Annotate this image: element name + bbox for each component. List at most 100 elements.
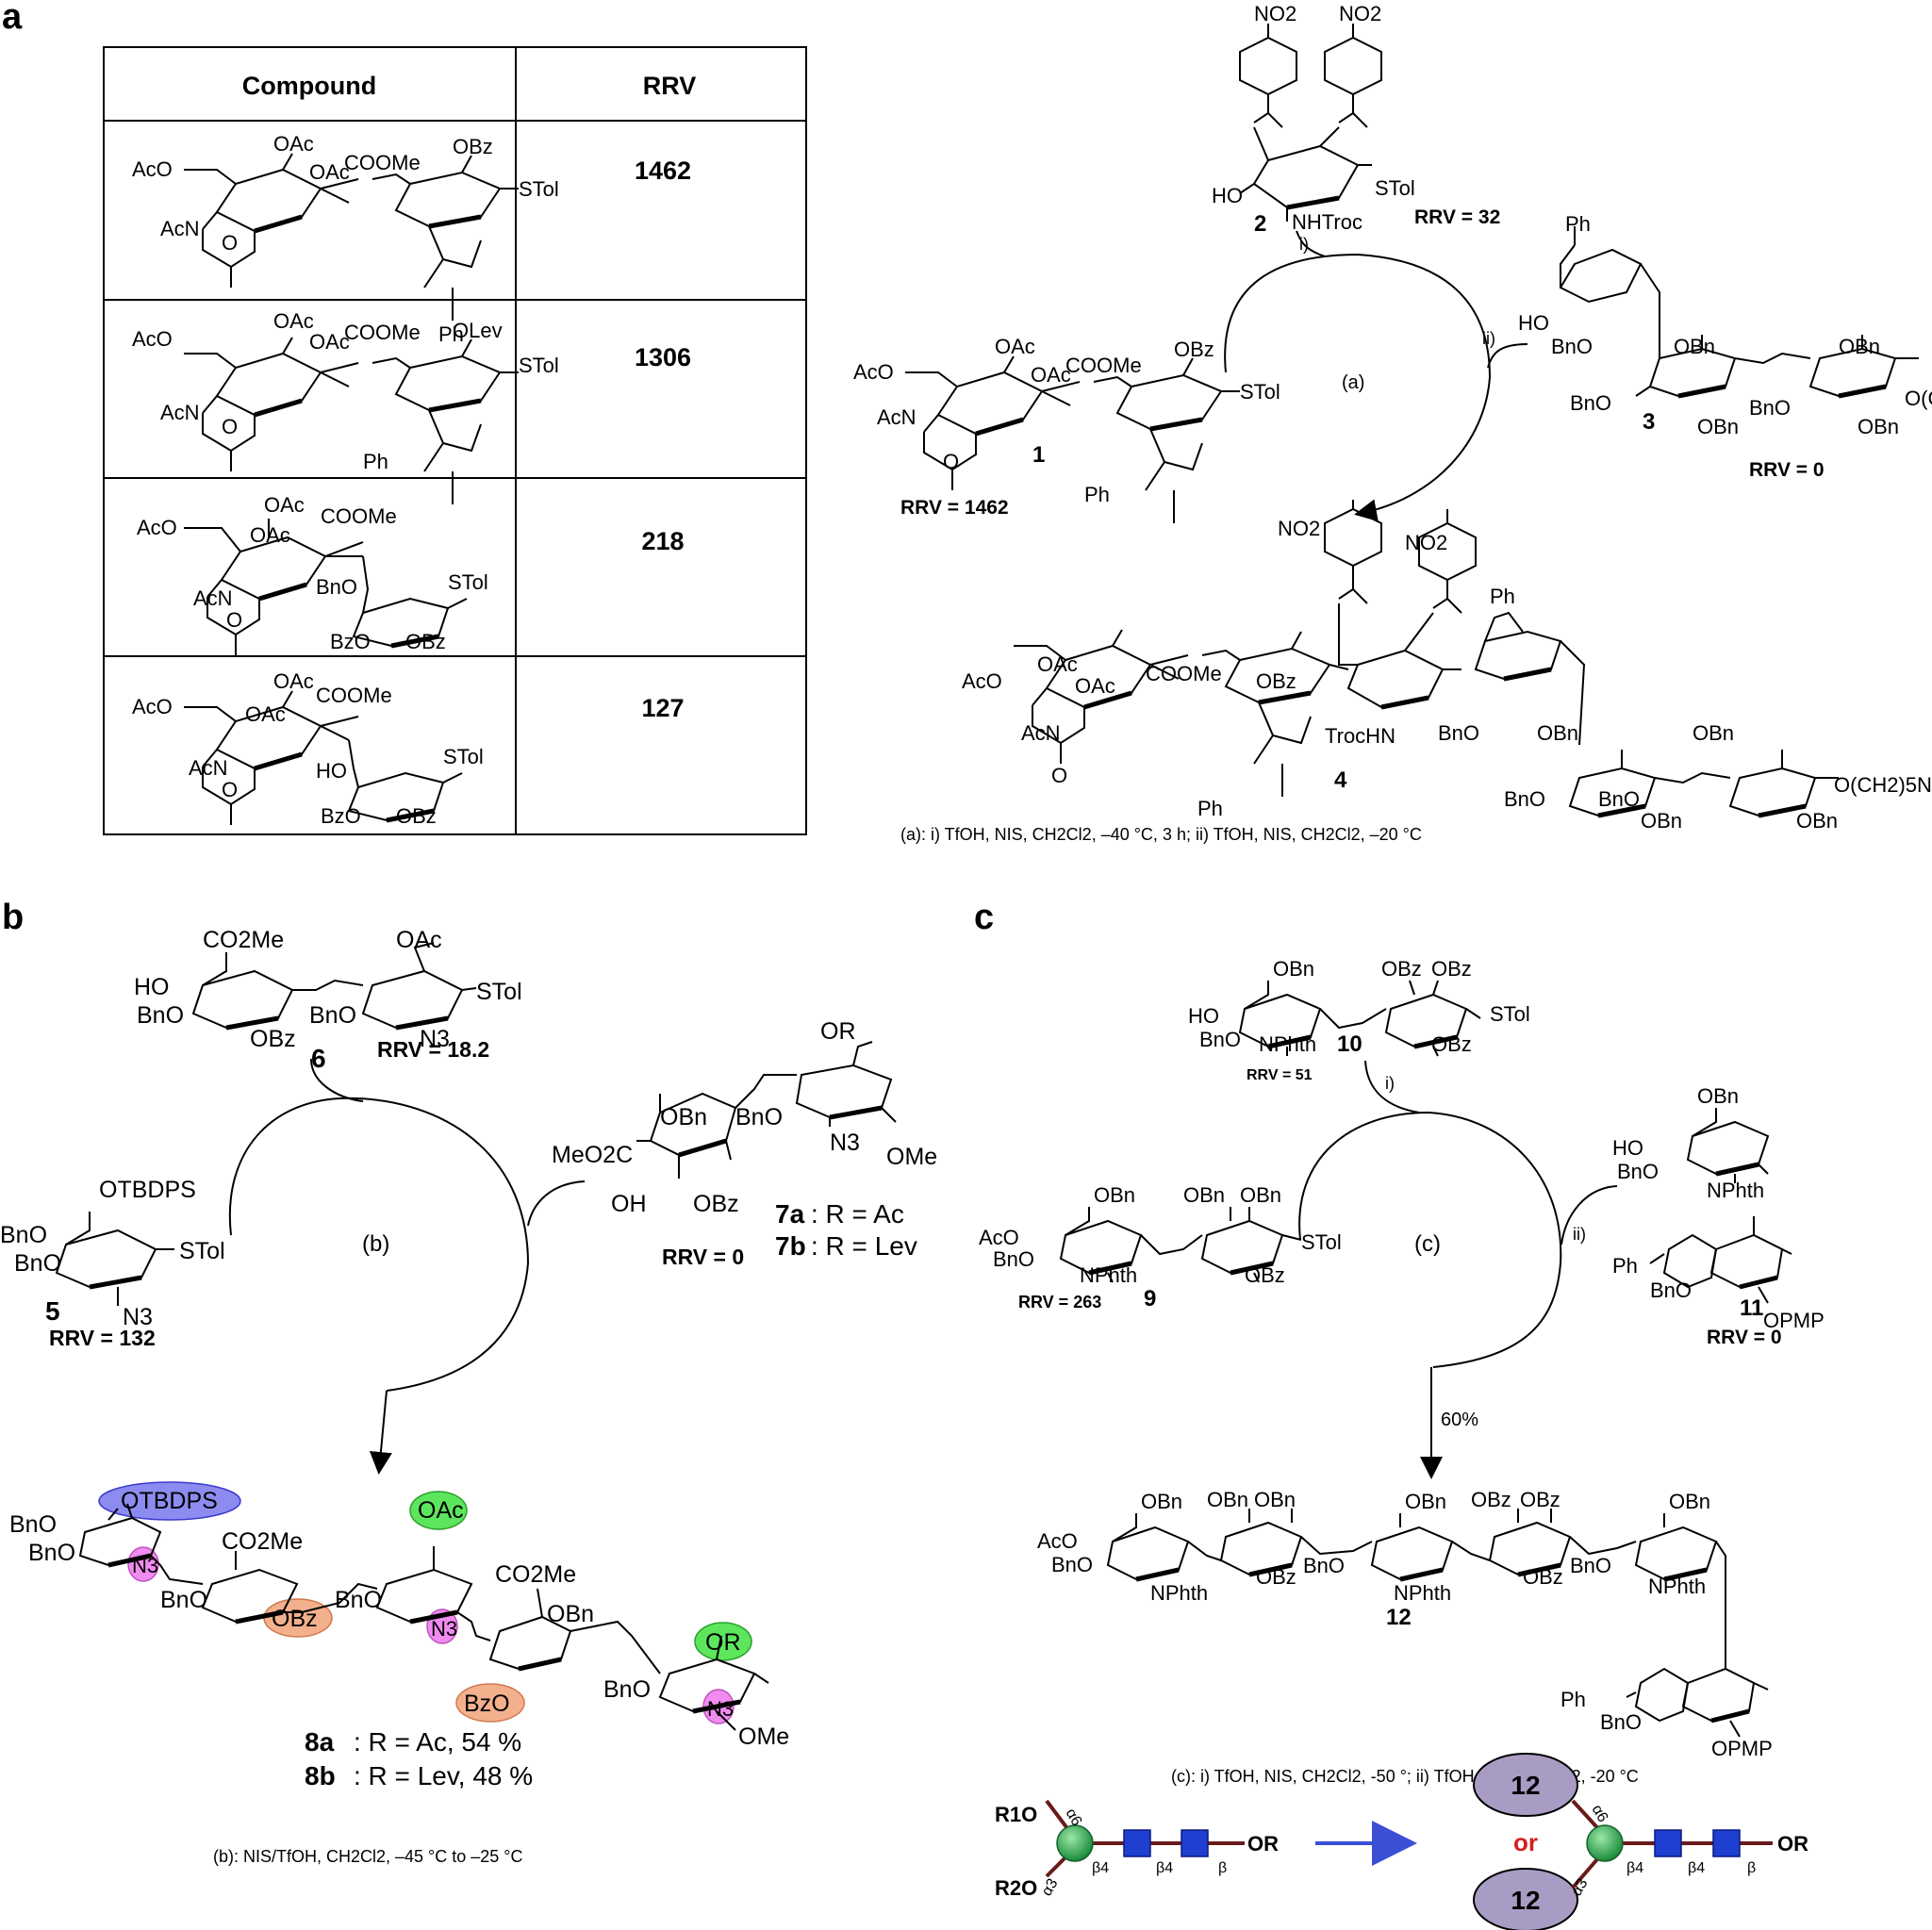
t1-oac2: OAc [309, 160, 350, 184]
table-structure-3: AcO OAc OAc COOMe STol AcN O BnO BzO OBz [137, 493, 488, 655]
cycle-b-exit [369, 1390, 392, 1475]
c7b-desc: : R = Lev [811, 1231, 917, 1261]
panel-label-c: c [974, 898, 994, 937]
c6-oac: OAc [396, 927, 442, 953]
c12-bno4: BnO [1600, 1710, 1642, 1734]
c12-bno3: BnO [1570, 1554, 1611, 1577]
c2-no2-b: NO2 [1339, 2, 1381, 25]
c4-bno2: BnO [1504, 787, 1545, 811]
t2-o: O [222, 415, 238, 438]
c8-bno5: BnO [603, 1676, 651, 1703]
c1-obz: OBz [1174, 338, 1214, 361]
c8-co2me-2: CO2Me [495, 1561, 576, 1588]
t1-obz: OBz [453, 135, 493, 158]
a6-label-right: α6 [1589, 1803, 1611, 1825]
c12-obz2: OBz [1520, 1488, 1560, 1511]
t4-bzo: BzO [321, 804, 361, 828]
c8-bno2: BnO [28, 1540, 75, 1566]
r1o-label: R1O [995, 1803, 1037, 1826]
c8-bno3: BnO [160, 1587, 207, 1613]
c4-trochn: TrocHN [1325, 724, 1395, 748]
c1-stol: STol [1240, 380, 1280, 404]
c6-num: 6 [311, 1044, 326, 1073]
c4-ph1: Ph [1197, 797, 1223, 820]
conditions-a: (a): i) TfOH, NIS, CH2Cl2, –40 °C, 3 h; … [900, 825, 1422, 844]
c8-co2me-1: CO2Me [222, 1528, 303, 1555]
c1-oac1: OAc [995, 335, 1035, 358]
c10-obz1: OBz [1381, 957, 1422, 981]
t4-stol: STol [443, 745, 484, 768]
c4-linker: O(CH2)5N3 [1834, 773, 1932, 797]
t3-oac1: OAc [264, 493, 305, 517]
t3-aco: AcO [137, 516, 177, 539]
c6-bno2: BnO [309, 1002, 356, 1029]
obz-highlight-2 [455, 1683, 525, 1723]
b-label: β [1218, 1860, 1227, 1876]
c11-rrv: RRV = 0 [1707, 1327, 1782, 1348]
c11-bno1: BnO [1617, 1160, 1659, 1183]
t4-acn: AcN [189, 756, 228, 780]
b4-label-4: β4 [1688, 1860, 1705, 1876]
cycle-c-arc [1298, 1111, 1562, 1368]
c3-num: 3 [1643, 409, 1655, 435]
c5-stol: STol [179, 1238, 225, 1264]
t2-stol: STol [519, 354, 559, 377]
c9-obz: OBz [1245, 1263, 1285, 1287]
c3-obn3: OBn [1697, 415, 1739, 438]
c8a-desc: : R = Ac, 54 % [354, 1727, 521, 1757]
a3-label: α3 [1039, 1876, 1062, 1899]
glcnac-square-1-icon [1123, 1829, 1151, 1857]
t3-oac2: OAc [250, 523, 290, 547]
b4-label-1: β4 [1092, 1860, 1109, 1876]
cycle-a-label: (a) [1342, 372, 1364, 393]
c8-oac: OAc [418, 1497, 464, 1524]
compound-1: AcO OAc OAc COOMe OBz STol AcN O Ph 1 [853, 335, 1280, 523]
c9-aco: AcO [979, 1226, 1019, 1249]
t2-oac2: OAc [309, 330, 350, 354]
c8-or: OR [705, 1629, 741, 1656]
c4-aco: AcO [962, 669, 1002, 693]
c12-obn3: OBn [1254, 1488, 1296, 1511]
c9-obn3: OBn [1240, 1183, 1281, 1207]
c4-oac1: OAc [1037, 652, 1078, 676]
t3-acn: AcN [193, 586, 233, 610]
t1-o: O [222, 231, 238, 255]
panel-label-b: b [2, 898, 24, 937]
c2-no2-a: NO2 [1254, 2, 1296, 25]
oval-12-bottom-label: 12 [1511, 1886, 1540, 1915]
c1-aco: AcO [853, 360, 894, 384]
c4-obn1: OBn [1537, 721, 1578, 745]
panel-label-a: a [2, 0, 23, 37]
cycle-b-label: (b) [362, 1231, 389, 1257]
c12-obn2: OBn [1207, 1488, 1248, 1511]
cycle-b-arc [228, 1097, 530, 1392]
cycle-c-entry-i [1364, 1060, 1420, 1113]
c12-nphth2: NPhth [1394, 1581, 1451, 1605]
c4-obz: OBz [1256, 669, 1296, 693]
table-rrv-1: 1462 [635, 157, 691, 185]
c3-bno2: BnO [1570, 391, 1611, 415]
yield-c: 60% [1441, 1410, 1478, 1430]
t3-bno: BnO [316, 575, 357, 599]
c2-stol: STol [1375, 176, 1415, 200]
compound-8: OTBDPS BnO BnO N3 CO2Me OAc BnO OBz BnO … [9, 1481, 789, 1750]
c6-bno1: BnO [137, 1002, 184, 1029]
c8-bno1: BnO [9, 1511, 57, 1538]
c8b-label: 8b [305, 1761, 336, 1790]
c3-ho: HO [1518, 311, 1549, 335]
c3-obn4: OBn [1858, 415, 1899, 438]
t2-coome: COOMe [344, 321, 421, 344]
c12-obz4: OBz [1523, 1565, 1563, 1589]
c11-obn: OBn [1697, 1084, 1739, 1108]
c8-obz: OBz [272, 1606, 318, 1632]
t4-o: O [222, 778, 238, 801]
c10-stol: STol [1490, 1002, 1530, 1026]
c1-oac2: OAc [1031, 363, 1071, 387]
cycle-a-entry-i [1296, 230, 1326, 257]
c5-rrv: RRV = 132 [49, 1326, 156, 1350]
mannose-icon-right [1586, 1824, 1624, 1862]
c7a-desc: : R = Ac [811, 1199, 904, 1229]
table-structure-1: AcO OAc OAc COOMe OBz STol AcN O Ph [132, 132, 559, 346]
table-header-rrv: RRV [643, 72, 697, 100]
